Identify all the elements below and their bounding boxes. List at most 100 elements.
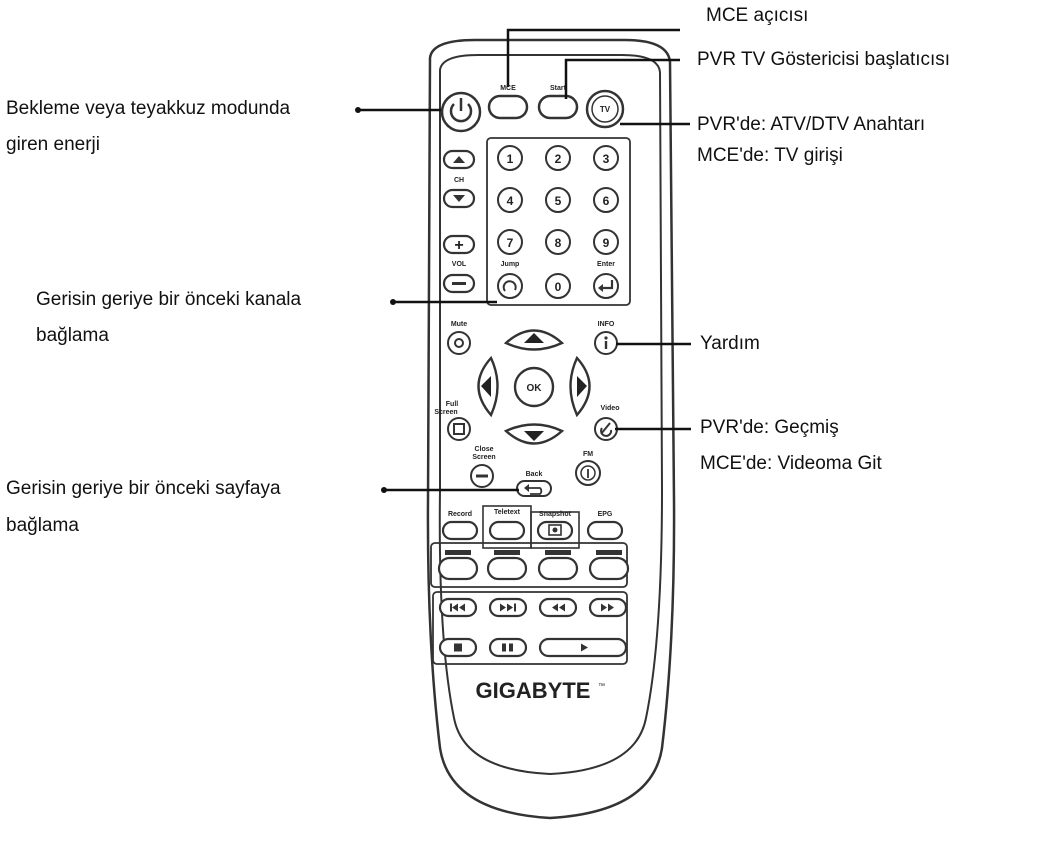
- video-button[interactable]: [594, 417, 618, 441]
- enter-label: Enter: [597, 261, 615, 268]
- digit-button-6[interactable]: 6: [593, 187, 619, 213]
- start-button[interactable]: [537, 94, 579, 120]
- epg-button[interactable]: [586, 520, 624, 541]
- digit-label: 1: [507, 152, 514, 166]
- info-button[interactable]: [594, 331, 618, 355]
- rewind-icon: [552, 603, 565, 612]
- previous-button[interactable]: [438, 597, 478, 618]
- rewind-button[interactable]: [538, 597, 578, 618]
- epg-label: EPG: [598, 511, 613, 518]
- digit-button-0[interactable]: 0: [545, 273, 571, 299]
- stop-icon: [454, 643, 462, 652]
- digit-button-3[interactable]: 3: [593, 145, 619, 171]
- fast-forward-icon: [601, 603, 614, 612]
- tv-button[interactable]: TV: [585, 89, 625, 129]
- leader-lines: [358, 28, 691, 492]
- color-button-4[interactable]: [588, 556, 630, 581]
- enter-button[interactable]: [593, 273, 619, 299]
- power-caption-line1: Bekleme veya teyakkuz modunda: [6, 98, 291, 119]
- color-button-1[interactable]: [437, 556, 479, 581]
- arrow-right-icon: [577, 376, 587, 397]
- record-button[interactable]: [441, 520, 479, 541]
- transport-frame: [432, 591, 628, 665]
- skip-back-icon: [450, 603, 465, 612]
- digit-button-1[interactable]: 1: [497, 145, 523, 171]
- teletext-label: Teletext: [494, 509, 521, 516]
- info-icon: [604, 336, 608, 340]
- color-bar-2: [494, 550, 520, 555]
- arrow-up-icon: [524, 333, 544, 343]
- power-caption-line2: giren enerji: [6, 134, 100, 155]
- triangle-up-icon: [453, 156, 465, 163]
- fast-forward-button[interactable]: [588, 597, 628, 618]
- fm-button[interactable]: [575, 460, 601, 486]
- arrow-down-icon: [524, 431, 544, 441]
- ok-button[interactable]: OK: [513, 366, 555, 408]
- vol-label: VOL: [452, 261, 467, 268]
- full-screen-button[interactable]: [447, 417, 471, 441]
- close-screen-button[interactable]: [470, 464, 494, 488]
- play-button[interactable]: [538, 637, 628, 658]
- digit-button-9[interactable]: 9: [593, 229, 619, 255]
- mce-opener-caption: MCE açıcısı: [706, 5, 809, 26]
- back-caption-line2: bağlama: [6, 515, 79, 536]
- radio-icon: [580, 465, 596, 481]
- fm-label: FM: [583, 451, 593, 458]
- color-bar-1: [445, 550, 471, 555]
- close-screen-label-2: Screen: [472, 454, 495, 461]
- teletext-button[interactable]: [488, 520, 526, 541]
- digit-label: 3: [603, 152, 610, 166]
- info-label: INFO: [598, 321, 615, 328]
- pause-button[interactable]: [488, 637, 528, 658]
- power-button[interactable]: [440, 91, 482, 133]
- digit-button-7[interactable]: 7: [497, 229, 523, 255]
- full-screen-label-2: Screen: [434, 409, 457, 416]
- mute-icon: [454, 338, 464, 348]
- plus-icon: +: [454, 237, 463, 254]
- stop-button[interactable]: [438, 637, 478, 658]
- digit-button-2[interactable]: 2: [545, 145, 571, 171]
- full-screen-label-1: Full: [446, 401, 458, 408]
- next-button[interactable]: [488, 597, 528, 618]
- jump-button[interactable]: [497, 273, 523, 299]
- digit-button-4[interactable]: 4: [497, 187, 523, 213]
- digit-label: 4: [507, 194, 514, 208]
- digit-button-8[interactable]: 8: [545, 229, 571, 255]
- video-pvr-caption: PVR'de: Geçmiş: [700, 417, 839, 438]
- close-screen-label-1: Close: [474, 446, 493, 453]
- color-button-3[interactable]: [537, 556, 579, 581]
- back-button[interactable]: [516, 480, 552, 497]
- ch-label: CH: [454, 177, 464, 184]
- mce-button-label: MCE: [500, 85, 516, 92]
- jump-label: Jump: [501, 261, 520, 268]
- mce-button[interactable]: [487, 94, 529, 120]
- snapshot-button[interactable]: [536, 520, 574, 541]
- video-mce-caption: MCE'de: Videoma Git: [700, 453, 882, 474]
- snapshot-frame: [530, 511, 580, 549]
- tv-button-label: TV: [600, 105, 611, 114]
- video-icon: [600, 422, 613, 437]
- pvr-launcher-caption: PVR TV Göstericisi başlatıcısı: [697, 49, 951, 70]
- tv-button-pvr-caption: PVR'de: ATV/DTV Anahtarı: [697, 114, 926, 135]
- skip-forward-icon: [500, 603, 516, 612]
- arrow-left-icon: [481, 376, 491, 397]
- brand-logo: GIGABYTE: [476, 678, 591, 703]
- ok-label: OK: [527, 383, 543, 394]
- square-icon: [453, 423, 465, 435]
- volume-up-button[interactable]: [442, 234, 476, 255]
- digit-label: 5: [555, 194, 562, 208]
- video-label: Video: [601, 405, 620, 412]
- digit-button-5[interactable]: 5: [545, 187, 571, 213]
- jump-arrow-icon: [502, 280, 517, 292]
- digit-label: 9: [603, 236, 610, 250]
- mute-button[interactable]: [447, 331, 471, 355]
- record-label: Record: [448, 511, 472, 518]
- play-icon: [581, 643, 588, 652]
- color-button-2[interactable]: [486, 556, 528, 581]
- digit-label: 6: [603, 194, 610, 208]
- mute-label: Mute: [451, 321, 467, 328]
- leader-start: [564, 58, 680, 99]
- info-help-caption: Yardım: [700, 333, 760, 354]
- color-bar-4: [596, 550, 622, 555]
